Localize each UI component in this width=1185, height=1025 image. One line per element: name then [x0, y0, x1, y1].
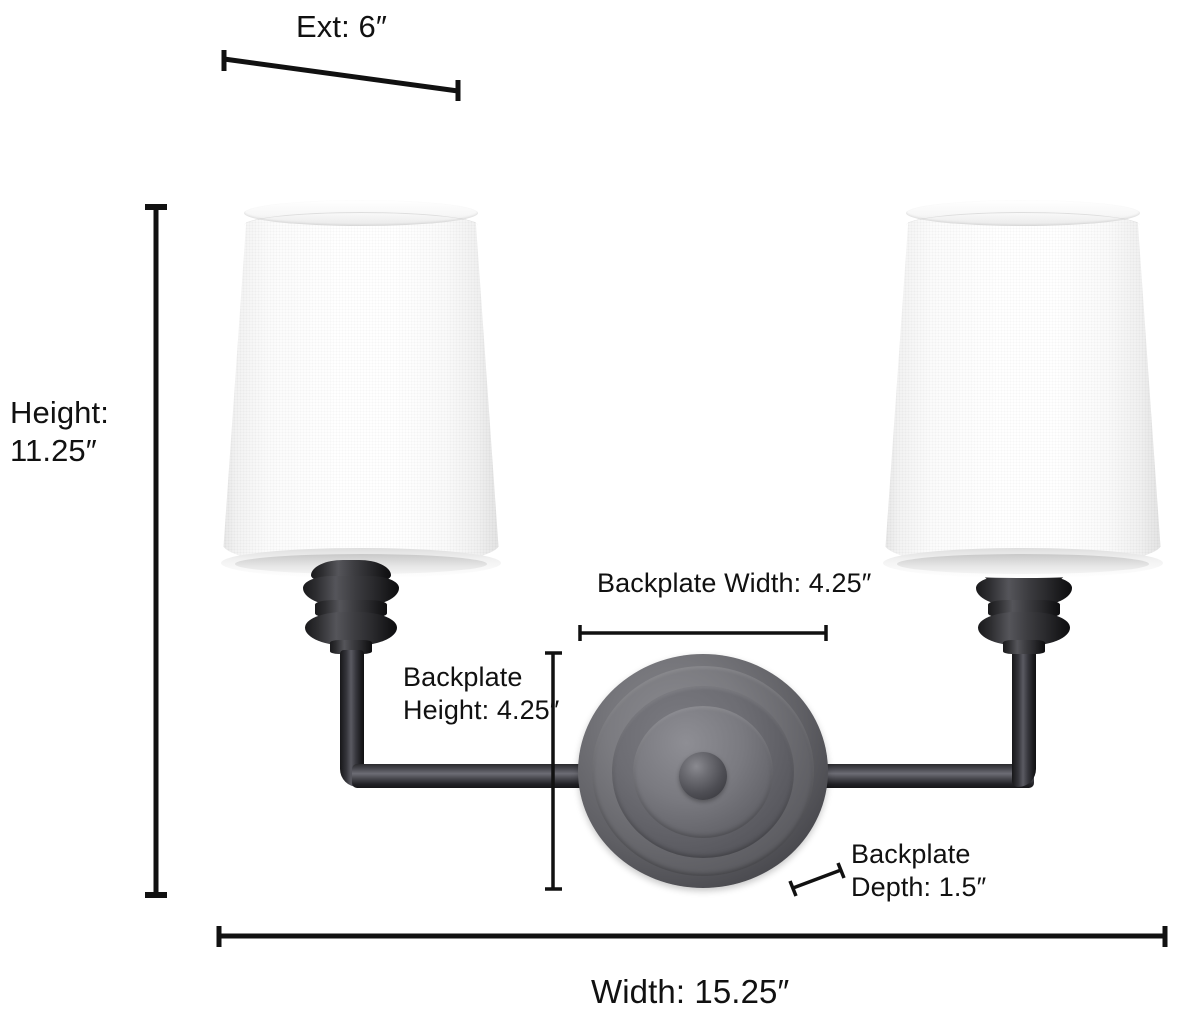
backplate-width-label: Backplate Width: 4.25″: [597, 568, 872, 598]
backplate-height-label: Backplate Height: 4.25″: [403, 662, 560, 725]
backplate-depth-label: Backplate Depth: 1.5″: [851, 839, 987, 902]
ext-label: Ext: 6″: [296, 9, 387, 44]
center-knob: [679, 752, 727, 800]
height-label: Height: 11.25″: [10, 395, 109, 468]
width-label: Width: 15.25″: [591, 973, 790, 1010]
